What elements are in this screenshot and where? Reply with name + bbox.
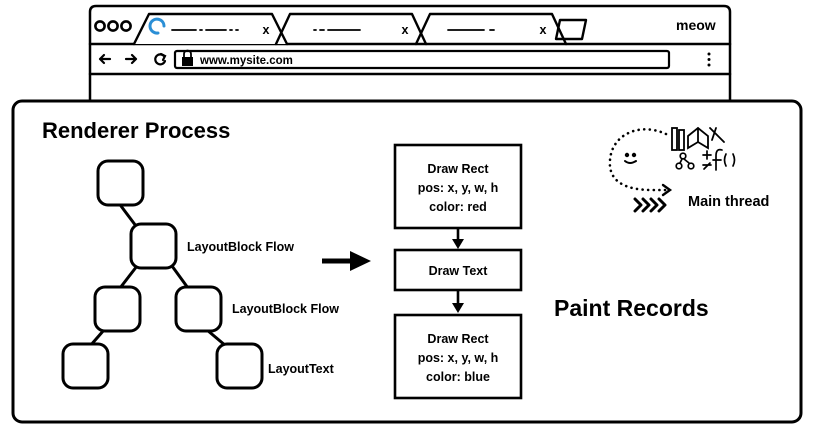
tab-1-contents: [148, 17, 239, 35]
paint-record-connector-2: [452, 290, 464, 313]
main-thread-arrowhead: [661, 183, 673, 197]
paint-record-1-line-3: color: red: [429, 200, 487, 214]
paint-record-2-line-1: Draw Text: [429, 264, 489, 278]
layout-tree-node-5: [61, 342, 110, 390]
paint-record-3-line-3: color: blue: [426, 370, 490, 384]
loading-spinner-icon: [148, 17, 166, 35]
paint-record-draw-rect-red: [393, 143, 523, 230]
paint-record-draw-text: [393, 248, 523, 292]
books-icon: [671, 126, 725, 151]
chevrons-icon: [633, 197, 667, 213]
window-controls[interactable]: [94, 20, 132, 32]
kebab-menu-icon[interactable]: [707, 52, 711, 67]
tree-label-layoutblock-flow-1: LayoutBlock Flow: [187, 240, 294, 254]
tab-3-close-icon[interactable]: x: [540, 23, 547, 37]
layout-tree-node-2: [129, 222, 178, 270]
address-text[interactable]: www.mysite.com: [199, 55, 293, 67]
minimize-window-dot[interactable]: [107, 20, 119, 32]
forward-arrow-icon[interactable]: [124, 53, 138, 65]
layout-tree-node-4: [174, 285, 223, 333]
main-thread-doodle: [608, 126, 736, 213]
paint-record-draw-rect-blue: [393, 313, 523, 400]
tab-active[interactable]: [132, 12, 289, 46]
tab-2[interactable]: [274, 12, 428, 46]
profile-name[interactable]: meow: [676, 17, 716, 33]
tab-2-close-icon[interactable]: x: [402, 23, 409, 37]
lock-icon: [182, 49, 193, 66]
tree-doodle-icon: [675, 152, 695, 170]
new-tab-button[interactable]: [554, 18, 588, 41]
browser-frame: [88, 4, 732, 102]
layout-tree-node-3: [93, 285, 142, 333]
layout-tree-node-6: [215, 342, 264, 390]
main-thread-label: Main thread: [688, 194, 769, 210]
back-arrow-icon[interactable]: [98, 53, 112, 65]
tree-label-layoutblock-flow-2: LayoutBlock Flow: [232, 302, 339, 316]
close-window-dot[interactable]: [94, 20, 106, 32]
paint-record-1-line-2: pos: x, y, w, h: [418, 181, 499, 195]
layout-tree-node-1: [96, 159, 145, 207]
maximize-window-dot[interactable]: [120, 20, 132, 32]
paint-record-3-line-2: pos: x, y, w, h: [418, 351, 499, 365]
math-doodle-icon: [702, 148, 736, 171]
address-bar[interactable]: [173, 49, 671, 70]
paint-records-label: Paint Records: [554, 295, 709, 321]
tree-label-layouttext: LayoutText: [268, 362, 335, 376]
paint-record-connector-1: [452, 228, 464, 249]
panel-title: Renderer Process: [42, 118, 230, 143]
tree-to-paint-arrow: [322, 251, 371, 271]
main-thread-dotted-loop: [608, 128, 672, 192]
tab-1-close-icon[interactable]: x: [263, 23, 270, 37]
paint-record-1-line-1: Draw Rect: [427, 162, 489, 176]
reload-icon[interactable]: [154, 52, 167, 66]
smiley-face-icon: [624, 152, 637, 164]
paint-record-3-line-1: Draw Rect: [427, 332, 489, 346]
